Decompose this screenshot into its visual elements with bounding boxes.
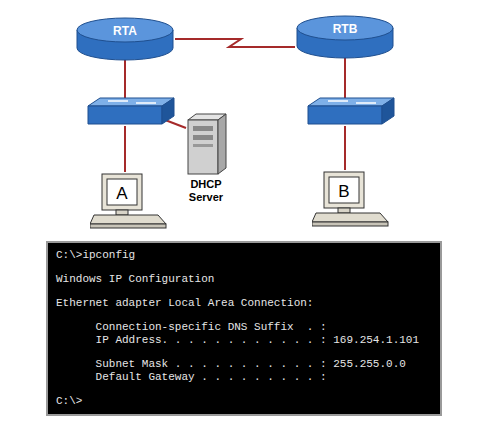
console-line: Windows IP Configuration bbox=[56, 273, 432, 286]
console-line: Subnet Mask . . . . . . . . . . . : 255.… bbox=[56, 358, 432, 371]
router-symbol bbox=[75, 16, 175, 62]
console-line: Ethernet adapter Local Area Connection: bbox=[56, 297, 432, 310]
switch-symbol bbox=[88, 98, 174, 124]
server-node: DHCP Server bbox=[184, 112, 228, 176]
console-line: IP Address. . . . . . . . . . . . : 169.… bbox=[56, 334, 432, 347]
console-line: Connection-specific DNS Suffix . : bbox=[56, 321, 432, 334]
node-label: A bbox=[106, 184, 138, 204]
switch-symbol bbox=[308, 98, 394, 124]
console-line: C:\>ipconfig bbox=[56, 249, 432, 262]
serial-link bbox=[175, 39, 295, 47]
console-line: C:\> bbox=[56, 395, 432, 408]
pc-node: A bbox=[90, 172, 170, 230]
router-node: RTA bbox=[75, 16, 175, 62]
pc-symbol bbox=[90, 172, 170, 230]
node-label: RTA bbox=[75, 24, 175, 38]
node-label: RTB bbox=[295, 22, 395, 36]
pc-node: B bbox=[312, 170, 392, 228]
console-line: Default Gateway . . . . . . . . . : bbox=[56, 371, 432, 384]
router-symbol bbox=[295, 14, 395, 60]
server-symbol bbox=[184, 112, 228, 176]
node-label: B bbox=[328, 182, 360, 202]
pc-symbol bbox=[312, 170, 392, 228]
router-node: RTB bbox=[295, 14, 395, 60]
node-label: DHCP Server bbox=[174, 178, 238, 204]
console-node: C:\>ipconfigWindows IP ConfigurationEthe… bbox=[46, 241, 442, 416]
